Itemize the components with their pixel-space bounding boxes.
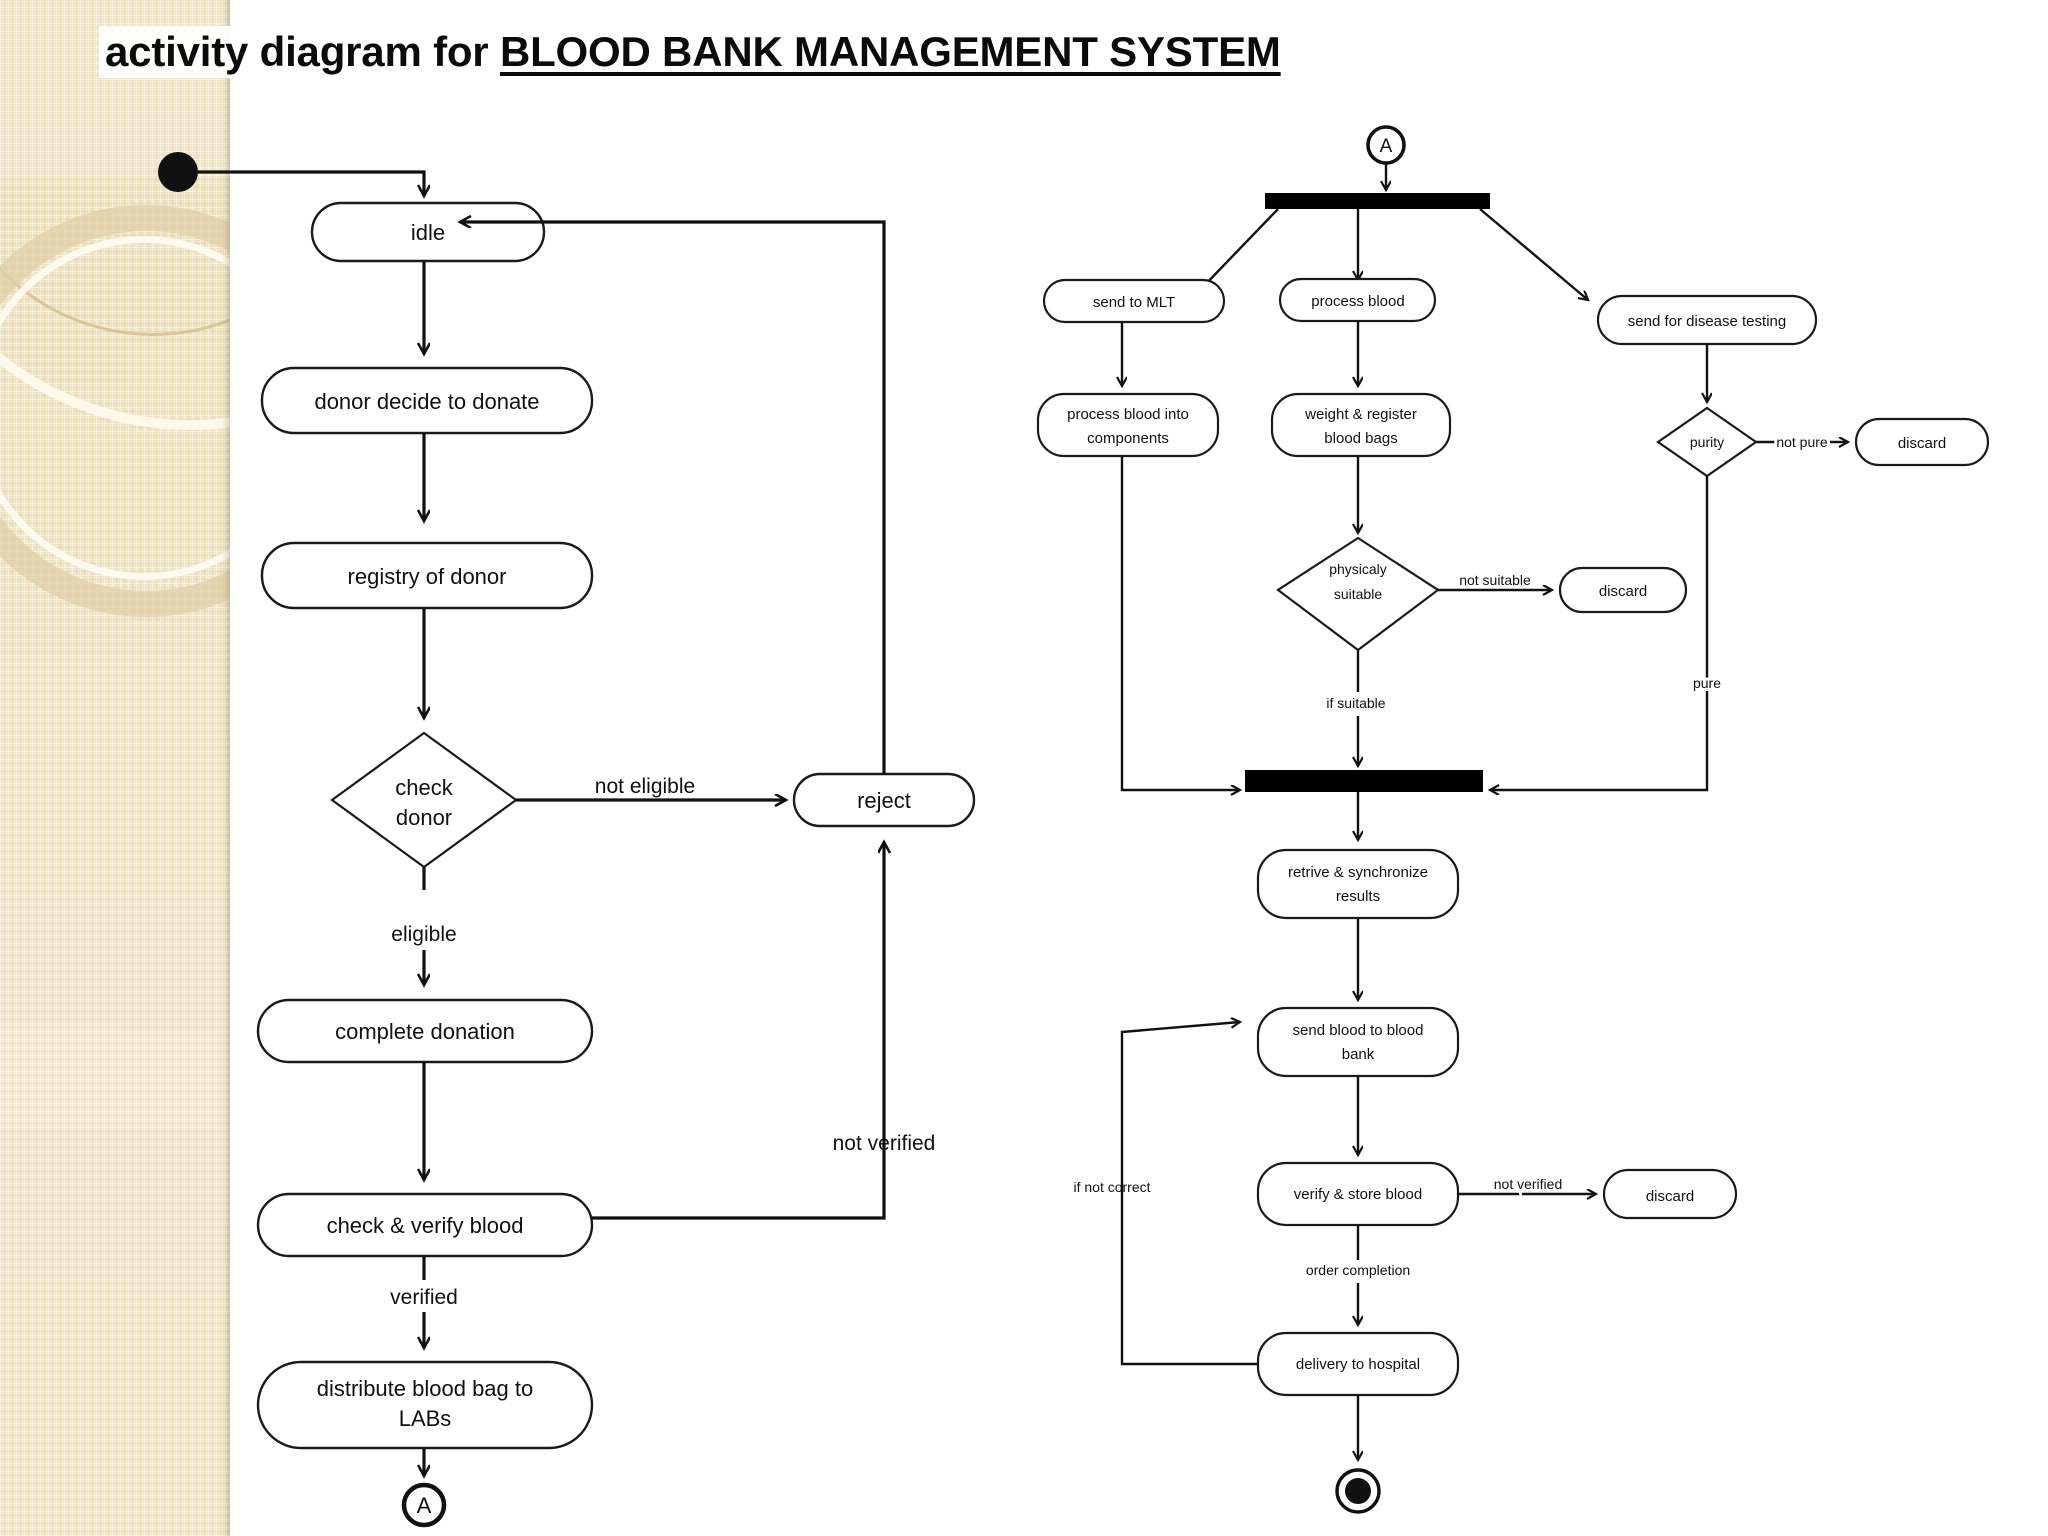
node-donor-decide[interactable] (260, 366, 594, 435)
node-physicaly-suitable-label-line1: physicaly (1329, 561, 1387, 577)
edge-label-if-suitable: if suitable (1326, 695, 1385, 711)
edge-label-not-verified-right: not verified (1494, 1176, 1562, 1192)
edge-reject-to-idle (460, 222, 886, 774)
node-process-blood-label: process blood (1311, 293, 1404, 310)
node-check-donor[interactable] (330, 731, 518, 869)
node-physicaly-suitable-label-line2: suitable (1334, 586, 1382, 602)
connector-a-in-label: A (1380, 136, 1393, 157)
node-discard-purity[interactable] (1854, 417, 1990, 467)
node-reject-label: reject (857, 788, 911, 813)
edge-purity-pure-to-join (1490, 476, 1709, 790)
initial-node (158, 152, 198, 192)
node-distribute-label-line1: distribute blood bag to (317, 1376, 534, 1401)
node-retrive-sync[interactable] (1256, 848, 1460, 920)
node-delivery-hospital-label: delivery to hospital (1296, 1356, 1420, 1373)
node-discard-purity-label: discard (1898, 435, 1946, 452)
node-weight-register[interactable] (1270, 392, 1452, 458)
edge-components-to-join (1120, 456, 1240, 790)
node-discard-verify[interactable] (1602, 1168, 1738, 1220)
join-bar (1245, 770, 1483, 792)
node-discard-suitable-label: discard (1599, 583, 1647, 600)
edge-label-if-not-correct: if not correct (1073, 1179, 1150, 1195)
edge-label-pure: pure (1693, 675, 1721, 691)
final-node-dot (1345, 1478, 1371, 1504)
node-check-donor-label-line1: check (395, 775, 453, 800)
node-weight-register-label-line1: weight & register (1304, 406, 1417, 423)
node-weight-register-label-line2: blood bags (1324, 430, 1397, 447)
node-registry-label: registry of donor (348, 564, 507, 589)
connector-a-out-label: A (417, 1493, 432, 1518)
title-prefix: activity diagram for (105, 28, 500, 75)
node-distribute-label-line2: LABs (399, 1406, 452, 1431)
decorative-side-band (0, 0, 230, 1536)
node-idle[interactable] (310, 201, 546, 263)
node-discard-suitable[interactable] (1558, 566, 1688, 614)
edge-label-not-eligible: not eligible (595, 775, 695, 798)
node-retrive-sync-label-line1: retrive & synchronize (1288, 864, 1428, 881)
edge-label-eligible: eligible (391, 923, 456, 946)
connector-a-out (401, 1482, 447, 1528)
node-discard-verify-label: discard (1646, 1188, 1694, 1205)
node-check-verify-blood-label: check & verify blood (327, 1213, 524, 1238)
edge-start-to-idle (198, 170, 424, 196)
edge-check-verify-to-reject (592, 842, 884, 1220)
band-edge-shadow (222, 0, 230, 1536)
node-send-disease-testing-label: send for disease testing (1628, 313, 1786, 330)
node-retrive-sync-label-line2: results (1336, 888, 1380, 905)
page-title: activity diagram for BLOOD BANK MANAGEME… (99, 26, 1287, 78)
node-process-components[interactable] (1036, 392, 1220, 458)
node-donor-decide-label: donor decide to donate (314, 389, 539, 414)
node-process-components-label-line2: components (1087, 430, 1169, 447)
edge-label-not-verified-left: not verified (833, 1132, 936, 1155)
edge-delivery-if-not-correct (1120, 1022, 1258, 1366)
node-verify-store-label: verify & store blood (1294, 1186, 1422, 1203)
edge-fork-to-send-disease (1479, 208, 1588, 300)
node-registry[interactable] (260, 541, 594, 610)
title-underlined: BLOOD BANK MANAGEMENT SYSTEM (499, 28, 1281, 75)
node-send-blood-bank[interactable] (1256, 1006, 1460, 1078)
edge-label-order-completion: order completion (1306, 1262, 1410, 1278)
node-idle-label: idle (411, 220, 445, 245)
node-purity-label: purity (1690, 434, 1724, 450)
node-process-components-label-line1: process blood into (1067, 406, 1189, 423)
edge-fork-to-send-mlt (1200, 208, 1279, 290)
node-distribute[interactable] (256, 1360, 594, 1450)
node-send-to-mlt-label: send to MLT (1093, 294, 1175, 311)
decorative-ring-4 (0, 236, 230, 580)
node-complete-donation-label: complete donation (335, 1019, 515, 1044)
node-check-donor-label-line2: donor (396, 805, 452, 830)
node-send-to-mlt[interactable] (1042, 278, 1226, 324)
edge-label-verified: verified (390, 1286, 458, 1309)
node-send-blood-bank-label-line2: bank (1342, 1046, 1375, 1063)
edge-label-not-suitable: not suitable (1459, 572, 1531, 588)
node-send-blood-bank-label-line1: send blood to blood (1293, 1022, 1424, 1039)
edge-label-not-pure: not pure (1776, 434, 1828, 450)
fork-bar (1265, 193, 1490, 209)
